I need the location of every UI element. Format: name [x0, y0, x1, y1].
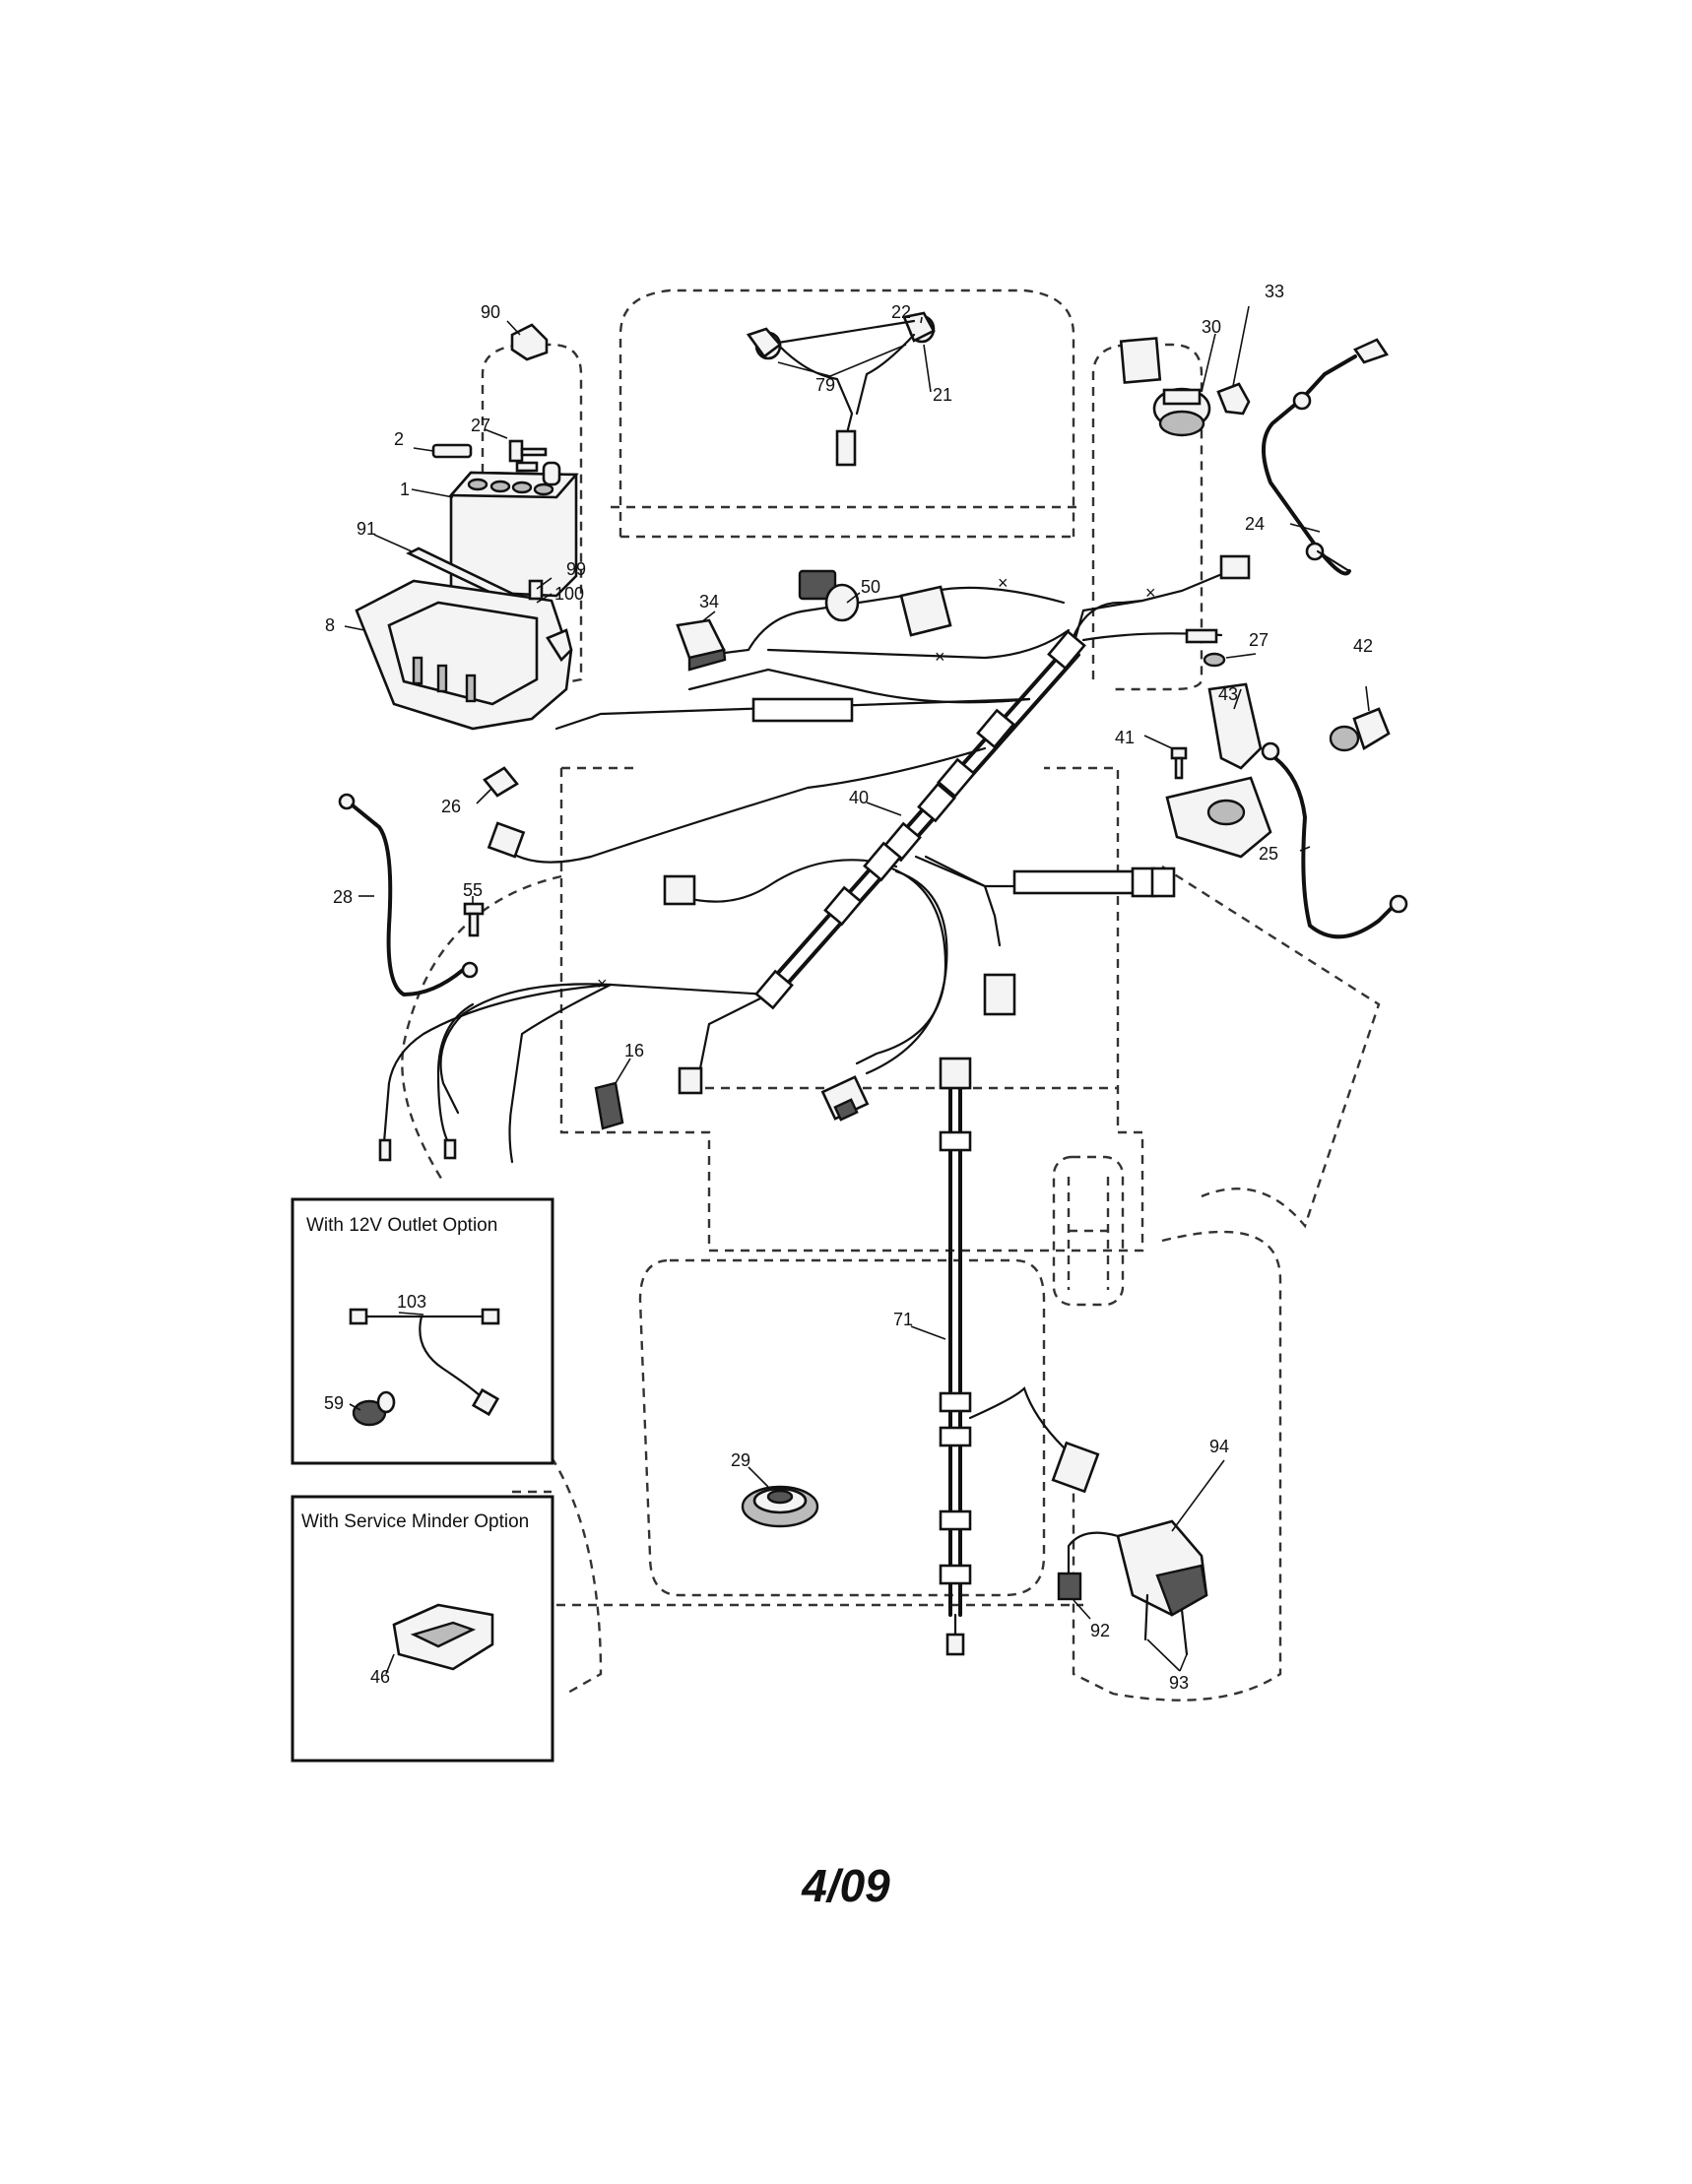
fuse-26 — [483, 766, 519, 798]
battery — [448, 461, 579, 598]
callout-27b: 27 — [1249, 630, 1269, 650]
callout-21: 21 — [933, 385, 952, 405]
callout-93: 93 — [1169, 1673, 1189, 1693]
main-wire-harness: × × × × — [439, 337, 1251, 1164]
callout-100: 100 — [554, 584, 584, 604]
svg-text:×: × — [998, 573, 1009, 593]
module-94 — [1116, 1519, 1208, 1617]
callout-29: 29 — [731, 1450, 750, 1470]
callout-41: 41 — [1115, 728, 1135, 747]
ground-wire-28 — [338, 793, 479, 997]
callout-42: 42 — [1353, 636, 1373, 656]
svg-text:×: × — [1145, 583, 1156, 603]
fuse-holder-clip — [510, 323, 549, 361]
harness-71 — [939, 1057, 1100, 1656]
minder-option-title: With Service Minder Option — [301, 1511, 529, 1532]
svg-text:×: × — [935, 647, 945, 667]
callout-50: 50 — [861, 577, 880, 597]
callout-79: 79 — [815, 375, 835, 395]
headlight-pigtails — [378, 983, 613, 1162]
screws-93 — [1143, 1593, 1189, 1656]
callout-8: 8 — [325, 615, 335, 635]
callout-27a: 27 — [471, 416, 490, 435]
callout-33: 33 — [1265, 282, 1284, 301]
switch-16 — [594, 1081, 624, 1130]
callout-55: 55 — [463, 880, 483, 900]
decal-label — [899, 585, 952, 637]
svg-text:×: × — [597, 974, 608, 994]
callout-59: 59 — [324, 1393, 344, 1413]
minder-option-box: With Service Minder Option — [291, 1495, 554, 1763]
battery-cable-25 — [1261, 741, 1408, 939]
callout-28: 28 — [333, 887, 353, 907]
battery-cable-24 — [1261, 338, 1390, 576]
outlet-option-title: With 12V Outlet Option — [306, 1215, 497, 1236]
tractor-outline — [401, 289, 1381, 1702]
callout-16: 16 — [624, 1041, 644, 1060]
key — [1216, 382, 1251, 416]
screw-41 — [1170, 746, 1188, 780]
callout-30: 30 — [1202, 317, 1221, 337]
callout-34: 34 — [699, 592, 719, 611]
leader-lines — [344, 305, 1370, 1675]
callout-26: 26 — [441, 797, 461, 816]
buzzer — [741, 1485, 819, 1528]
connector-92 — [1057, 1531, 1120, 1601]
callout-22: 22 — [891, 302, 911, 322]
headlight-assembly — [746, 311, 936, 467]
callout-24: 24 — [1245, 514, 1265, 534]
battery-bolt — [431, 439, 548, 473]
terminal-boot — [1329, 707, 1391, 752]
outlet-option-box: With 12V Outlet Option — [291, 1197, 554, 1465]
connector-pair — [820, 1075, 870, 1122]
callout-1: 1 — [400, 480, 410, 499]
battery-tray — [355, 579, 573, 731]
callout-40: 40 — [849, 788, 869, 807]
ignition-switch — [1152, 387, 1211, 437]
bolt-55 — [463, 902, 485, 937]
callout-90: 90 — [481, 302, 500, 322]
switch-34 — [676, 618, 727, 672]
date-code: 4/09 — [802, 1860, 890, 1911]
callout-94: 94 — [1209, 1437, 1229, 1456]
switch-50 — [798, 569, 860, 622]
callout-43: 43 — [1218, 684, 1238, 704]
callout-71: 71 — [893, 1310, 913, 1329]
starter-solenoid — [1165, 652, 1272, 859]
callout-25: 25 — [1259, 844, 1278, 864]
callout-91: 91 — [357, 519, 376, 539]
callout-46: 46 — [370, 1667, 390, 1687]
callout-2: 2 — [394, 429, 404, 449]
callout-99: 99 — [566, 559, 586, 579]
callout-numbers: 90 27 2 1 91 99 100 8 22 79 21 33 30 24 … — [324, 282, 1373, 1693]
callout-103: 103 — [397, 1292, 426, 1312]
callout-92: 92 — [1090, 1621, 1110, 1640]
